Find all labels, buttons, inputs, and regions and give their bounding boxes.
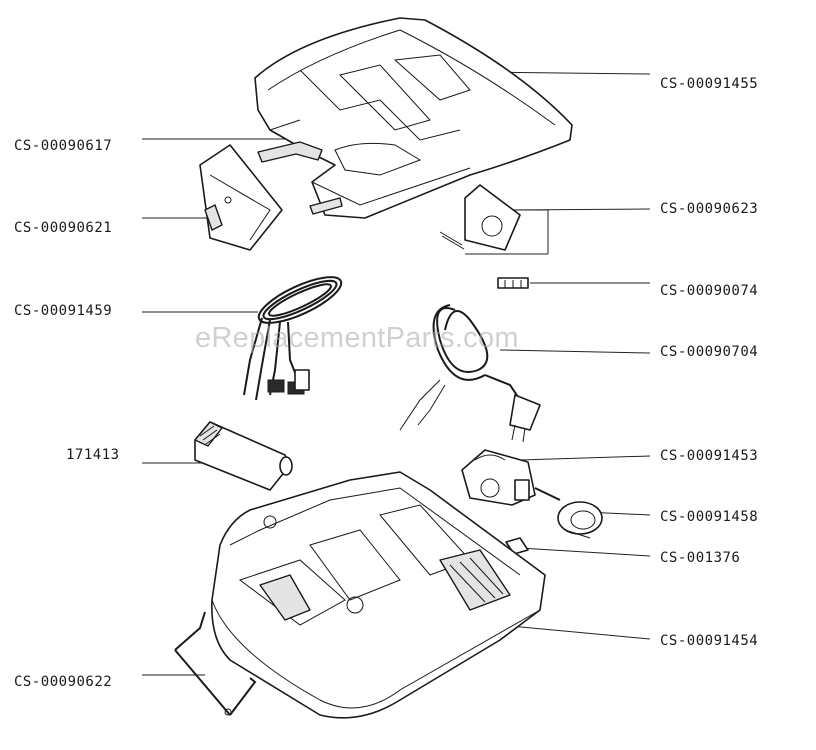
label-cs-00090622[interactable]: CS-00090622 xyxy=(14,674,113,690)
housing-part xyxy=(211,471,546,719)
label-cs-00090623[interactable]: CS-00090623 xyxy=(660,201,759,217)
knob-part xyxy=(534,487,603,539)
label-cs-00091459[interactable]: CS-00091459 xyxy=(14,303,113,319)
lever-part xyxy=(257,141,343,215)
top-cover-part xyxy=(254,17,573,219)
wiring-harness-part xyxy=(243,276,343,401)
wire-clip-part xyxy=(174,611,257,716)
label-cs-00091453[interactable]: CS-00091453 xyxy=(660,448,759,464)
label-cs-00090621[interactable]: CS-00090621 xyxy=(14,220,113,236)
label-171413[interactable]: 171413 xyxy=(66,447,120,463)
label-cs-00091455[interactable]: CS-00091455 xyxy=(660,76,759,92)
switch-assembly-part xyxy=(461,449,536,506)
label-cs-00090704[interactable]: CS-00090704 xyxy=(660,344,759,360)
label-cs-001376[interactable]: CS-001376 xyxy=(660,550,741,566)
label-cs-00090617[interactable]: CS-00090617 xyxy=(14,138,113,154)
label-cs-00090074[interactable]: CS-00090074 xyxy=(660,283,759,299)
motor-part xyxy=(194,421,293,491)
label-cs-00091458[interactable]: CS-00091458 xyxy=(660,509,759,525)
button-part xyxy=(199,144,283,251)
switch-cover-part xyxy=(439,184,521,251)
power-cord-part xyxy=(399,304,541,443)
clip-part xyxy=(497,277,529,289)
watermark-text: eReplacementParts.com xyxy=(195,322,519,354)
label-cs-00091454[interactable]: CS-00091454 xyxy=(660,633,759,649)
leader-lines xyxy=(142,71,651,676)
